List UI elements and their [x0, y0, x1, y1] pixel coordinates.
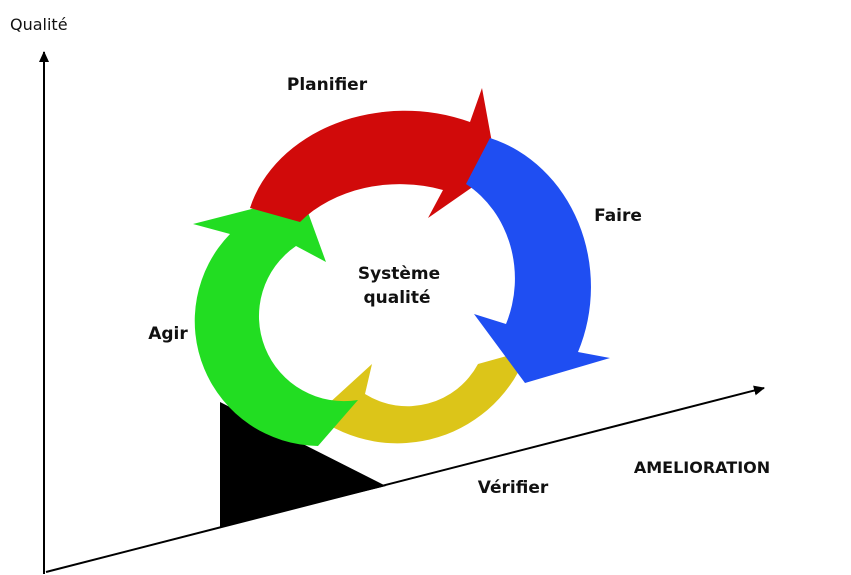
- center-line-1: Système: [358, 264, 440, 284]
- label-do: Faire: [594, 206, 642, 226]
- arc-act: [193, 196, 358, 446]
- label-improvement: AMELIORATION: [634, 458, 770, 477]
- center-line-2: qualité: [363, 288, 430, 308]
- arc-do: [466, 138, 610, 383]
- label-act: Agir: [148, 324, 188, 344]
- quality-axis-label: Qualité: [10, 15, 68, 34]
- wedge: [220, 402, 386, 527]
- label-plan: Planifier: [287, 75, 368, 95]
- label-check: Vérifier: [478, 478, 549, 498]
- improvement-slope: [45, 385, 765, 573]
- arc-check: [315, 350, 528, 444]
- arc-plan: [250, 88, 497, 222]
